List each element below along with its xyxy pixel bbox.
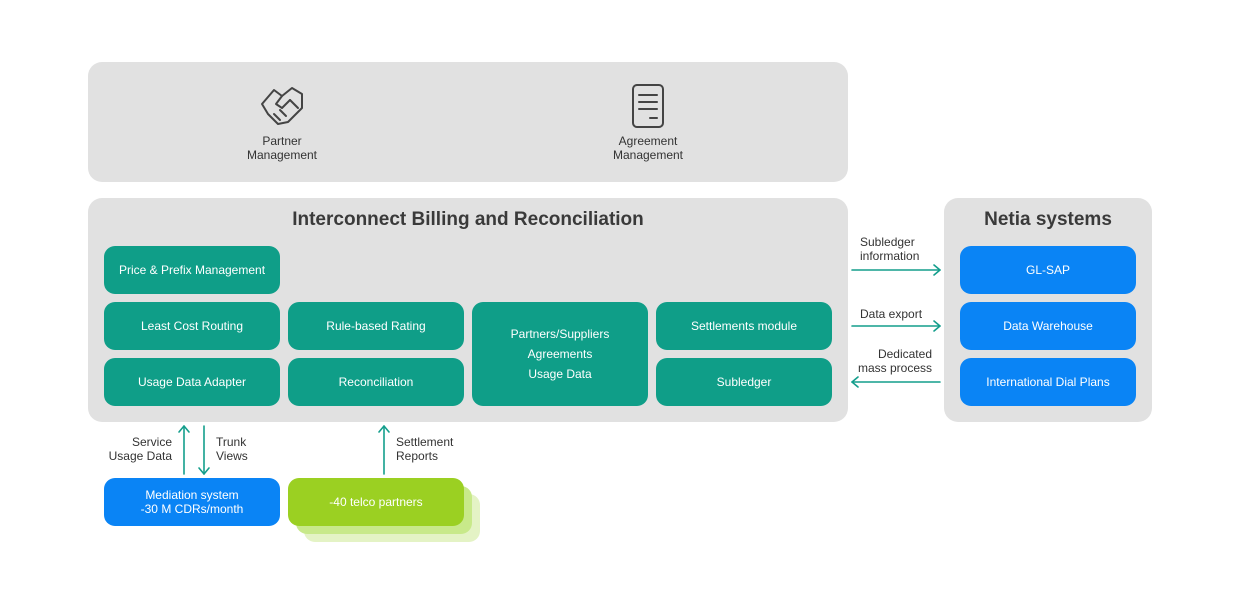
settlements-module-box[interactable]: Settlements module <box>656 302 832 350</box>
subledger-box[interactable]: Subledger <box>656 358 832 406</box>
mediation-cdrs-label: -30 M CDRs/month <box>140 502 244 516</box>
telco-partners-box[interactable]: -40 telco partners <box>288 478 464 526</box>
agreement-management-label: Agreement Management <box>612 134 684 162</box>
handshake-icon <box>261 87 303 125</box>
top-panel: Partner Management Agreement Management <box>88 62 848 182</box>
settlement-reports-label: Settlement Reports <box>396 435 454 463</box>
partners-suppliers-label: Partners/Suppliers <box>510 327 610 341</box>
reconciliation-box[interactable]: Reconciliation <box>288 358 464 406</box>
gl-sap-box[interactable]: GL-SAP <box>960 246 1136 294</box>
data-export-label: Data export <box>860 307 923 321</box>
subledger-information-label: Subledger information <box>860 235 920 263</box>
data-warehouse-box[interactable]: Data Warehouse <box>960 302 1136 350</box>
agreement-management[interactable]: Agreement Management <box>578 84 718 162</box>
ibr-title: Interconnect Billing and Reconciliation <box>292 209 644 230</box>
partner-management-label: Partner Management <box>246 134 318 162</box>
usage-data-label: Usage Data <box>528 367 592 381</box>
service-usage-data-label: Service Usage Data <box>108 435 172 463</box>
rule-based-rating-box[interactable]: Rule-based Rating <box>288 302 464 350</box>
partner-management[interactable]: Partner Management <box>212 84 352 162</box>
agreements-label: Agreements <box>527 347 593 361</box>
mediation-system-box[interactable]: Mediation system -30 M CDRs/month <box>104 478 280 526</box>
international-dial-plans-box[interactable]: International Dial Plans <box>960 358 1136 406</box>
mediation-system-label: Mediation system <box>145 488 239 502</box>
least-cost-routing-box[interactable]: Least Cost Routing <box>104 302 280 350</box>
usage-data-adapter-box[interactable]: Usage Data Adapter <box>104 358 280 406</box>
partners-agreements-usage-box[interactable]: Partners/Suppliers Agreements Usage Data <box>472 302 648 406</box>
trunk-views-label: Trunk Views <box>216 435 248 463</box>
document-icon <box>632 84 664 128</box>
dedicated-mass-process-label: Dedicated mass process <box>857 347 932 375</box>
price-prefix-management-box[interactable]: Price & Prefix Management <box>104 246 280 294</box>
netia-title: Netia systems <box>984 209 1112 230</box>
